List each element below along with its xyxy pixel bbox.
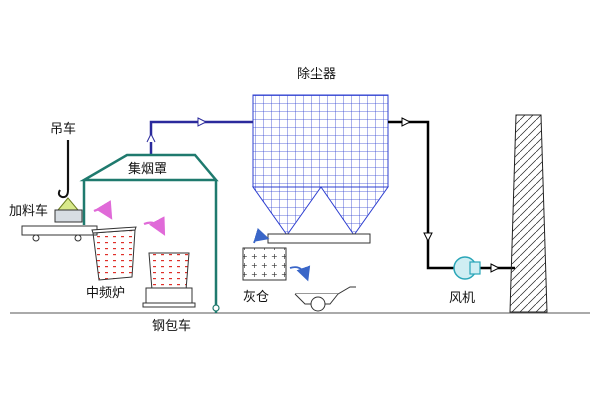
fan: 风机 [449,256,481,306]
exhaust-pipe [388,117,515,273]
ash-arrow-icon [289,265,311,282]
ash-bin-label: 灰仓 [243,290,269,305]
ash-cart-body [295,286,356,295]
smoke-hood-label: 集烟罩 [128,161,167,177]
charging-car-label: 加料车 [9,203,48,219]
ash-bin: 灰仓 [242,228,287,305]
flue-duct [146,117,253,165]
dust-collector-body [252,94,389,188]
fan-label: 风机 [449,291,475,306]
flow-marker-icon [423,232,433,243]
crane-label: 吊车 [50,121,76,137]
crane: 吊车 [50,121,83,223]
ladle-car-label: 钢包车 [152,318,191,334]
ash-cart [289,265,356,312]
smoke-hood: 集烟罩 [79,153,220,313]
ash-bin-body [242,247,287,281]
chimney [509,114,548,313]
flow-marker-icon [197,117,208,127]
flow-marker-icon [401,117,412,127]
ash-arrow-icon [253,228,270,244]
flow-marker-icon [146,132,156,143]
pour-arrow-icon [93,200,113,220]
dust-collector-label: 除尘器 [297,67,336,82]
induction-furnace-label: 中频炉 [86,286,125,301]
pour-arrow-icon [143,216,166,236]
flow-marker-icon [490,263,501,273]
hook-icon [57,189,69,199]
ladle-car: 钢包车 [142,252,196,334]
sling [56,197,80,211]
dust-collector-hoppers [252,186,389,236]
charging-bucket [54,209,83,223]
dust-collector-base [267,233,371,244]
induction-furnace: 中频炉 [86,226,137,301]
dust-collector: 除尘器 [252,67,389,244]
